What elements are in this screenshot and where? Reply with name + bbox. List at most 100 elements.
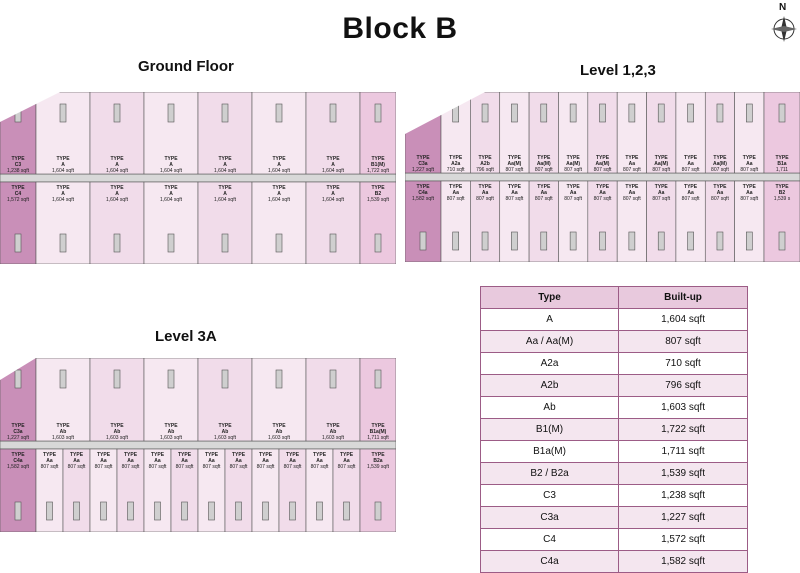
- stair-icon: [59, 369, 67, 389]
- type-cell: A: [479, 308, 620, 331]
- type-cell: B1(M): [479, 418, 620, 441]
- builtup-cell: 1,603 sqft: [618, 396, 748, 419]
- builtup-cell: 1,722 sqft: [618, 418, 748, 441]
- stair-icon: [374, 369, 382, 389]
- stair-icon: [511, 103, 518, 123]
- stair-icon: [275, 233, 283, 253]
- type-cell: C3a: [479, 506, 620, 529]
- level_123-svg: [405, 92, 800, 262]
- stair-icon: [778, 103, 786, 123]
- stair-icon: [59, 103, 67, 123]
- stair-icon: [181, 501, 188, 521]
- stair-icon: [687, 231, 694, 251]
- stair-icon: [569, 231, 577, 251]
- stair-icon: [481, 231, 489, 251]
- type-cell: Aa / Aa(M): [479, 330, 620, 353]
- type-cell: Ab: [479, 396, 620, 419]
- building-outline-cut: [0, 358, 36, 380]
- stair-icon: [100, 501, 107, 521]
- stair-icon: [221, 103, 229, 123]
- stair-icon: [73, 501, 80, 521]
- type-cell: B2 / B2a: [479, 462, 620, 485]
- stair-icon: [481, 103, 489, 123]
- stair-icon: [167, 103, 175, 123]
- builtup-cell: 710 sqft: [618, 352, 748, 375]
- level-3a-heading: Level 3A: [155, 328, 217, 345]
- builtup-cell: 807 sqft: [618, 330, 748, 353]
- stair-icon: [716, 103, 724, 123]
- stair-icon: [687, 103, 694, 123]
- builtup-cell: 1,604 sqft: [618, 308, 748, 331]
- builtup-cell: 1,539 sqft: [618, 462, 748, 485]
- level_3a-svg: [0, 358, 396, 532]
- page-title: Block B: [342, 12, 458, 45]
- ground_floor-svg: [0, 92, 396, 264]
- stair-icon: [208, 501, 215, 521]
- stair-icon: [374, 233, 382, 253]
- type-cell: B1a(M): [479, 440, 620, 463]
- stair-icon: [113, 103, 121, 123]
- level-123-heading: Level 1,2,3: [580, 62, 656, 79]
- stair-icon: [329, 233, 337, 253]
- stair-icon: [113, 369, 121, 389]
- stair-icon: [540, 103, 548, 123]
- stair-icon: [778, 231, 786, 251]
- stair-icon: [14, 233, 22, 253]
- table-row: B1(M)1,722 sqft: [479, 418, 748, 441]
- stair-icon: [452, 231, 459, 251]
- builtup-cell: 1,572 sqft: [618, 528, 748, 551]
- stair-icon: [746, 231, 753, 251]
- stair-icon: [374, 103, 382, 123]
- stair-icon: [221, 233, 229, 253]
- builtup-cell: 1,582 sqft: [618, 550, 748, 573]
- stair-icon: [275, 103, 283, 123]
- type-cell: A2b: [479, 374, 620, 397]
- type-cell: A2a: [479, 352, 620, 375]
- stair-icon: [154, 501, 161, 521]
- stair-icon: [167, 233, 175, 253]
- compass-rose-icon: [771, 16, 797, 42]
- type-cell: C4a: [479, 550, 620, 573]
- stair-icon: [599, 231, 606, 251]
